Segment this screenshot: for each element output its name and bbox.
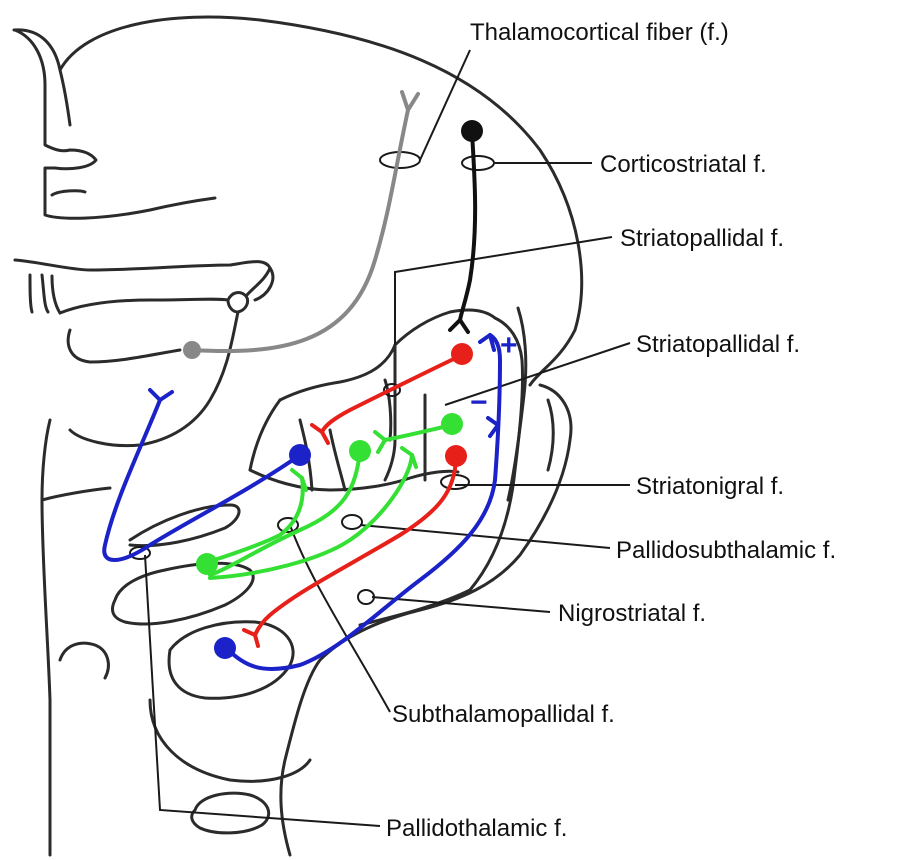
fiber-loops	[130, 152, 494, 604]
label-striatopallidal-1: Striatopallidal f.	[620, 225, 784, 252]
label-thalamocortical: Thalamocortical fiber (f.)	[470, 19, 729, 46]
label-nigrostriatal: Nigrostriatal f.	[558, 600, 706, 627]
green-neuron-pallidal	[349, 440, 371, 462]
green-neuron-striatal	[441, 413, 463, 435]
minus-sign: −	[470, 386, 488, 419]
blue-neuron-pallidal	[289, 444, 311, 466]
blue-neuron-nigral	[214, 637, 236, 659]
leader-pallidothalamic	[145, 555, 380, 826]
label-striatopallidal-2: Striatopallidal f.	[636, 331, 800, 358]
label-subthalamopallidal: Subthalamopallidal f.	[392, 701, 615, 728]
label-pallidosubthalamic: Pallidosubthalamic f.	[616, 537, 836, 564]
thalamic-neuron	[183, 341, 201, 359]
leader-thalamocortical	[420, 50, 470, 160]
green-pathways	[208, 425, 452, 578]
red-neuron-upper	[451, 343, 473, 365]
loop-pallidosubthalamic	[342, 515, 362, 529]
cortical-neuron	[461, 120, 483, 142]
label-pallidothalamic: Pallidothalamic f.	[386, 815, 567, 842]
plus-sign: +	[500, 329, 518, 362]
red-neuron-lower	[445, 445, 467, 467]
loop-corticostriatal	[462, 156, 494, 170]
thalamocortical-pathway	[192, 92, 418, 351]
label-corticostriatal: Corticostriatal f.	[600, 151, 767, 178]
green-neuron-subthalamic	[196, 553, 218, 575]
label-striatonigral: Striatonigral f.	[636, 473, 784, 500]
loop-nigrostriatal	[358, 590, 374, 604]
